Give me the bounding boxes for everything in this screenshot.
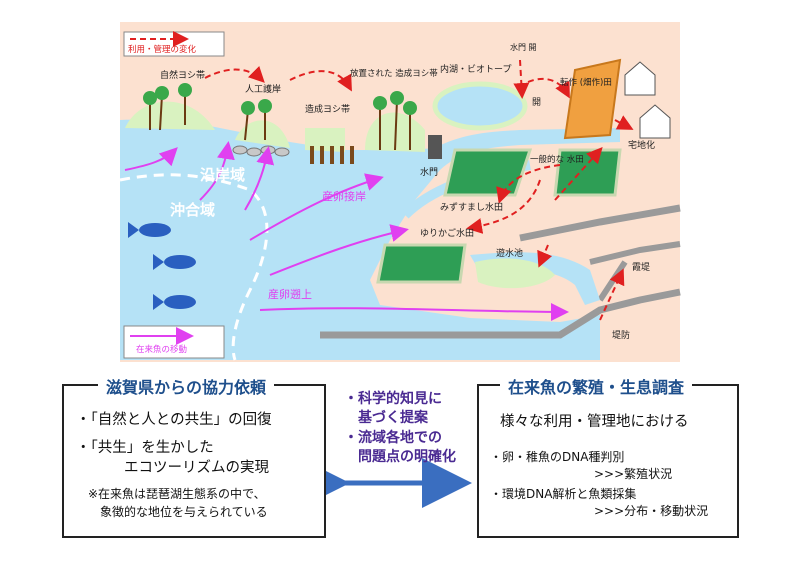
converted-field <box>563 58 622 140</box>
label-open: 開 <box>532 97 541 108</box>
label-general-paddy: 一般的な 水田 <box>530 154 584 165</box>
natural-reed-area <box>125 101 215 130</box>
mizusumashi-paddy <box>443 148 533 197</box>
fish-movement-arrows <box>124 141 569 321</box>
label-sluice: 水門 <box>420 166 438 178</box>
legend-fish-text: 在来魚の移動 <box>136 344 187 355</box>
yurikago-paddy <box>376 243 467 284</box>
created-reed-area <box>305 128 345 152</box>
left-item-1: ・「自然と人との共生」の回復 <box>76 412 272 428</box>
right-item-2: ・環境DNA解析と魚類採集 <box>490 487 637 501</box>
left-item-2b: エコツーリズムの実現 <box>124 460 269 476</box>
upper-dike <box>519 204 681 242</box>
label-spawning-shore: 産卵接岸 <box>322 190 366 203</box>
label-inner-lake: 内湖・ビオトープ <box>440 63 511 75</box>
middle-line-2: 基づく提案 <box>358 410 428 426</box>
right-box-title: 在来魚の繁殖・生息調査 <box>500 374 693 398</box>
label-artificial-revetment: 人工護岸 <box>245 83 281 95</box>
middle-line-1: ・科学的知見に <box>344 391 442 407</box>
legend-management-text: 利用・管理の変化 <box>128 44 197 55</box>
label-yurikago: ゆりかご水田 <box>420 227 474 239</box>
houses <box>624 61 671 139</box>
management-arrows <box>204 59 634 321</box>
left-note-1: ※在来魚は琵琶湖生態系の中で、 <box>88 487 266 501</box>
right-item-1b: >>>繁殖状況 <box>594 467 673 481</box>
lake <box>120 118 600 360</box>
middle-line-4: 問題点の明確化 <box>358 449 456 465</box>
label-mizusumashi: みずすまし水田 <box>440 201 503 213</box>
revetment-reed-area <box>235 120 290 148</box>
label-abandoned-reed-1: 放置された 造成ヨシ帯 <box>350 68 438 79</box>
label-flood-pond: 遊水池 <box>496 247 523 259</box>
dike-line <box>320 288 681 339</box>
label-dike: 堤防 <box>612 329 630 341</box>
left-request-box <box>62 384 326 538</box>
legend-fish <box>123 325 225 359</box>
label-residential: 宅地化 <box>628 139 655 151</box>
right-subtitle: 様々な利用・管理地における <box>500 414 689 430</box>
wooden-posts <box>310 146 354 164</box>
inner-lake-pond <box>432 81 528 131</box>
zone-offshore: 沖合域 <box>170 201 215 219</box>
left-note-2: 象徴的な地位を与えられている <box>100 505 268 519</box>
label-gate-open: 水門 開 <box>510 42 537 52</box>
offshore-boundary <box>119 173 269 361</box>
label-created-reed: 造成ヨシ帯 <box>305 103 350 115</box>
left-box-title: 滋賀県からの協力依頼 <box>98 374 275 398</box>
label-embankment: 霞堤 <box>632 262 650 273</box>
right-item-2b: >>>分布・移動状況 <box>594 504 709 518</box>
label-converted-field: 転作 (畑作)田 <box>560 77 612 88</box>
right-item-1: ・卵・稚魚のDNA種判別 <box>490 450 625 464</box>
left-item-2a: ・「共生」を生かした <box>76 440 214 456</box>
flood-pond <box>475 258 555 289</box>
embankment-line <box>589 241 681 265</box>
label-natural-reed: 自然ヨシ帯 <box>160 69 205 81</box>
middle-line-3: ・流域各地での <box>344 430 442 446</box>
tree-foliage <box>143 83 417 115</box>
zone-coastal: 沿岸域 <box>200 166 245 184</box>
fish <box>128 222 196 310</box>
sluice-gate <box>428 135 442 159</box>
label-spawning-upstream: 産卵遡上 <box>268 288 312 301</box>
